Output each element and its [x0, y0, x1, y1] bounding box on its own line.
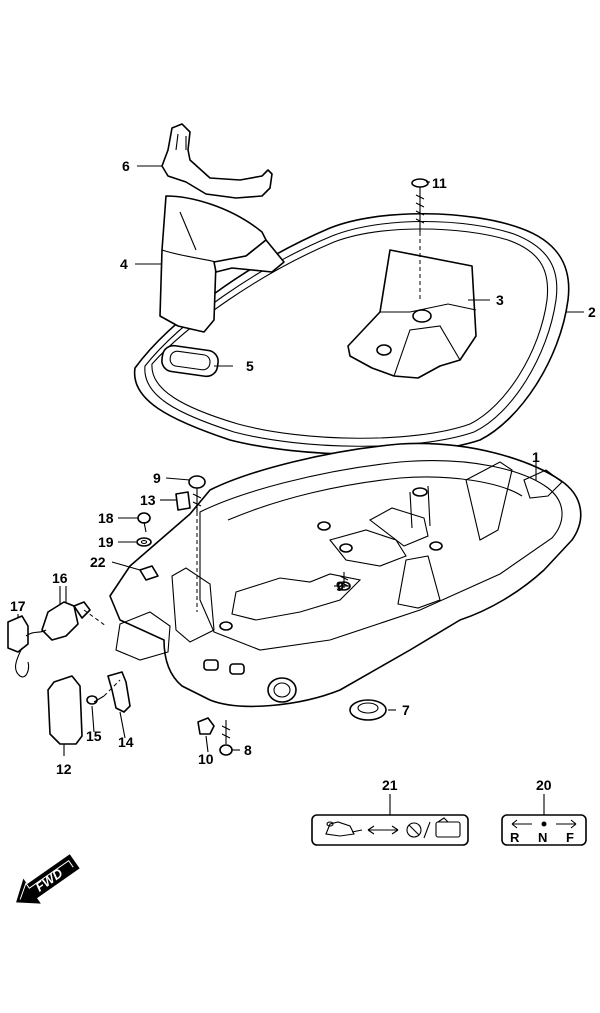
- callout-8: 8: [244, 742, 252, 758]
- plug-part-17: [7, 615, 47, 678]
- bolt-part-18: [137, 512, 151, 533]
- callout-11: 11: [432, 175, 447, 191]
- callout-numbers: 6 4 5 3 2 11 1 9 13 18 19 22 9 16 17 12 …: [10, 158, 596, 793]
- callout-17: 17: [10, 598, 26, 614]
- callout-4: 4: [120, 256, 128, 272]
- callout-16: 16: [52, 570, 68, 586]
- callout-9-lower: 9: [336, 578, 344, 594]
- washer-part-19: [136, 537, 152, 547]
- bracket-part-6: [161, 123, 273, 199]
- duct-part-4: [159, 195, 285, 333]
- shift-n-label: N: [538, 830, 547, 845]
- callout-13: 13: [140, 492, 156, 508]
- bracket-plate-part-3: [347, 249, 477, 379]
- callout-21: 21: [382, 777, 398, 793]
- callout-10: 10: [198, 751, 214, 767]
- callout-15: 15: [86, 728, 102, 744]
- shift-f-label: F: [566, 830, 574, 845]
- callout-6: 6: [122, 158, 130, 174]
- screw-part-11: [411, 178, 429, 300]
- callout-22: 22: [90, 554, 106, 570]
- callout-18: 18: [98, 510, 114, 526]
- shift-r-label: R: [510, 830, 520, 845]
- switch-part-22: [139, 565, 159, 581]
- callout-20: 20: [536, 777, 552, 793]
- grommet-part-7: [349, 699, 387, 721]
- bolt-part-8: [219, 720, 233, 756]
- callout-14: 14: [118, 734, 134, 750]
- connector-part-16: [41, 586, 91, 641]
- lower-cover-part-1: [109, 442, 582, 708]
- callout-7: 7: [402, 702, 410, 718]
- callout-9-upper: 9: [153, 470, 161, 486]
- callout-12: 12: [56, 761, 72, 777]
- warning-plate-part-21: [311, 814, 469, 846]
- forward-direction-arrow: FWD: [16, 854, 80, 904]
- screw-part-9-upper: [188, 475, 206, 612]
- leader-lines: [17, 165, 584, 815]
- nut-part-10: [197, 717, 215, 735]
- bracket-part-14: [107, 671, 131, 713]
- callout-5: 5: [246, 358, 254, 374]
- callout-2: 2: [588, 304, 596, 320]
- screw-part-15: [86, 695, 105, 705]
- shift-plate-part-20: R N F: [501, 814, 587, 846]
- callout-1: 1: [532, 449, 540, 465]
- cover-part-12: [47, 675, 83, 745]
- callout-3: 3: [496, 292, 504, 308]
- callout-19: 19: [98, 534, 114, 550]
- grommet-part-5: [161, 344, 219, 378]
- clip-part-13: [175, 491, 191, 511]
